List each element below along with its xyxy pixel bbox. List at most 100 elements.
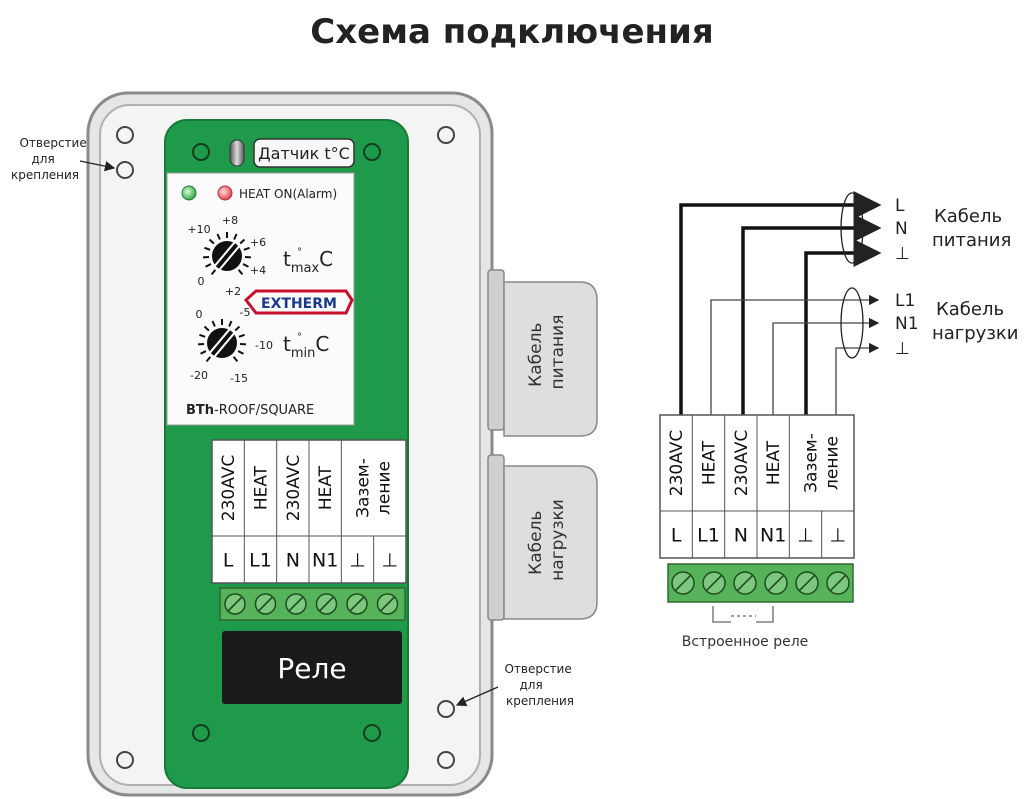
dial-tick	[243, 246, 250, 251]
terminal-right-header: 230AVC	[667, 430, 687, 497]
dial-tmin: 0 -5 -10 -15 -20 tminC °	[190, 306, 329, 385]
dial-tick	[210, 269, 217, 276]
wire-end-label: ⊥	[895, 339, 910, 359]
wire-end-labels: L N ⊥ L1 N1 ⊥	[895, 196, 919, 359]
dial-tick	[208, 238, 215, 245]
dial-tick	[238, 333, 245, 338]
screw-icon	[376, 593, 399, 615]
terminal-right-pin: L1	[697, 525, 720, 547]
relay-label: Реле	[277, 652, 346, 685]
terminal-left-header: HEAT	[252, 465, 272, 510]
tmin-tick-label: -10	[255, 339, 273, 352]
terminal-left-header: 230AVC	[284, 455, 304, 522]
terminal-left-header: HEAT	[316, 465, 336, 510]
svg-text:Кабель нагрузки: Кабель нагрузки	[526, 499, 568, 581]
builtin-relay-label: Встроенное реле	[682, 634, 809, 650]
terminal-left-pin: ⊥	[349, 550, 366, 572]
temperature-sensor: Датчик t°C	[229, 138, 355, 168]
model-label: BTh-ROOF/SQUARE	[186, 403, 314, 418]
terminal-right-pin: N	[734, 525, 748, 547]
cable-gland-load: Кабель нагрузки	[487, 454, 598, 621]
svg-text:Кабель питания: Кабель питания	[526, 315, 568, 390]
wire-end-label: L1	[895, 291, 915, 311]
gland-load-label-1: Кабель	[526, 511, 546, 575]
housing-mount-holes	[116, 126, 455, 769]
dial-tick	[239, 238, 246, 245]
svg-text:Отверстие для креп: Отверстие для крепления	[11, 136, 91, 182]
terminal-right-pin: ⊥	[830, 525, 847, 547]
dial-tick	[237, 350, 244, 355]
svg-text:°: °	[297, 247, 302, 258]
dial-tick	[205, 356, 212, 363]
gland-power-label-1: Кабель	[526, 323, 546, 387]
page-title: Схема подключения	[310, 12, 714, 52]
wire-end-label: ⊥	[895, 244, 910, 264]
screw-terminals-left	[219, 587, 406, 621]
cable-gland-power: Кабель питания	[487, 269, 598, 437]
terminal-right-pin: N1	[760, 525, 786, 547]
screw-icon	[285, 593, 307, 615]
screw-icon	[702, 571, 726, 595]
dial-tick	[234, 325, 241, 332]
dial-tick	[228, 320, 233, 327]
builtin-relay-symbol	[712, 606, 774, 623]
dial-tick	[211, 320, 216, 327]
terminal-left-header: 230AVC	[219, 455, 239, 522]
screw-icon	[671, 571, 695, 595]
tmin-tick-label: 0	[196, 308, 203, 321]
screw-icon	[826, 571, 850, 595]
wire-end-label: N	[895, 219, 908, 239]
sensor-label: Датчик t°C	[258, 144, 350, 163]
terminal-right-pin: L	[671, 525, 682, 547]
screw-terminals-right	[667, 563, 854, 603]
screw-icon	[733, 571, 757, 595]
tmax-tick-label: +6	[250, 236, 266, 249]
tmin-tick-label: -15	[230, 372, 248, 385]
tmin-tick-label: -20	[190, 369, 208, 382]
cable-labels: Кабель питания Кабель нагрузки	[932, 206, 1018, 344]
mount-hole-callout-bottom: Отверстие для крепления	[455, 662, 574, 708]
terminal-left-pin: L	[223, 550, 234, 572]
power-cable-label-1: Кабель	[934, 206, 1002, 227]
extherm-logo: EXTHERM	[243, 289, 354, 315]
gland-power-label-2: питания	[548, 315, 568, 390]
power-led-icon	[181, 185, 197, 201]
dial-tick	[242, 263, 249, 268]
tmin-label: tminC	[283, 332, 329, 361]
terminal-right-header: 230AVC	[732, 430, 752, 497]
tmax-label: tmaxC	[283, 247, 333, 276]
dial-tick	[203, 325, 210, 332]
terminal-left-pin: N1	[312, 550, 338, 572]
screw-icon	[795, 571, 819, 595]
terminal-left-header: Зазем-ление	[354, 458, 395, 518]
tmax-tick-label: +4	[250, 264, 266, 277]
dial-tick	[237, 269, 244, 276]
gland-load-label-2: нагрузки	[548, 499, 568, 581]
svg-text:°: °	[297, 332, 302, 343]
screw-icon	[224, 593, 246, 615]
tmin-tick-label: -5	[240, 306, 251, 319]
alarm-led-icon	[217, 185, 233, 201]
dial-tick	[204, 246, 211, 251]
wiring-lines	[679, 191, 882, 418]
dial-tmax: +10 +8 +6 +4 +2 0 tmaxC °	[187, 214, 333, 298]
relay-module: Реле	[222, 631, 402, 704]
screw-icon	[346, 593, 368, 615]
terminal-left-pin: ⊥	[382, 550, 399, 572]
terminal-left-pin: N	[286, 550, 300, 572]
power-cable-label-2: питания	[932, 230, 1011, 251]
dial-tick	[199, 333, 206, 338]
svg-text:EXTHERM: EXTHERM	[261, 296, 337, 312]
screw-icon	[764, 571, 788, 595]
wire-end-label: L	[895, 196, 905, 216]
dial-tick	[200, 350, 207, 355]
terminal-right-header: Зазем-ление	[802, 433, 843, 493]
screw-icon	[315, 593, 338, 615]
wire-end-label: N1	[895, 314, 919, 334]
dial-tick	[233, 233, 238, 240]
control-panel: HEAT ON(Alarm)	[166, 172, 355, 426]
heat-on-label: HEAT ON(Alarm)	[239, 187, 337, 201]
tmax-tick-label: 0	[198, 275, 205, 288]
